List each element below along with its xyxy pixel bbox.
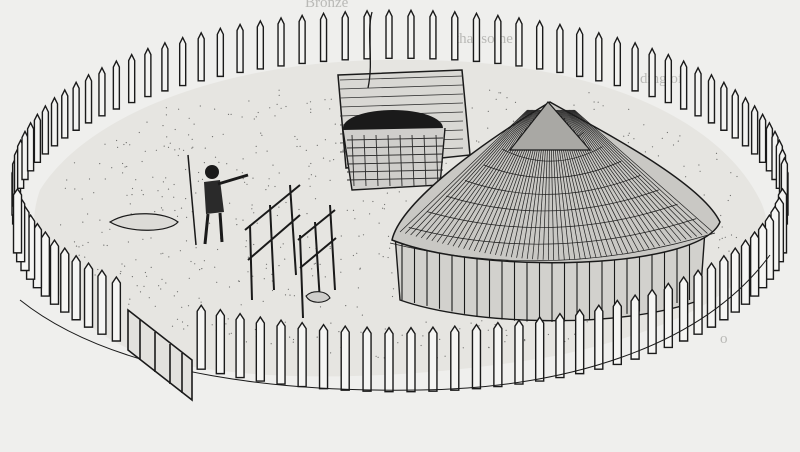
small-animal <box>306 292 330 303</box>
